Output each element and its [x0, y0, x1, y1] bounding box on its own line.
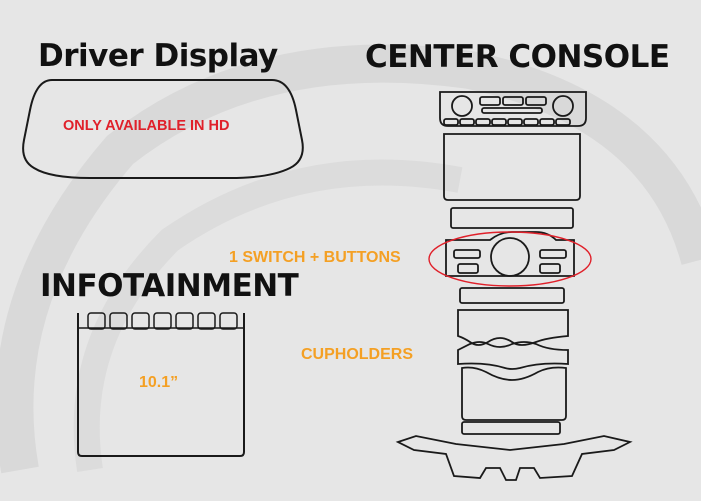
console-strip — [450, 207, 574, 229]
console-bottom-strip — [461, 421, 561, 435]
screen-size-label: 10.1” — [139, 374, 179, 391]
console-strip-lower — [459, 287, 565, 304]
infotainment-heading: INFOTAINMENT — [40, 268, 299, 304]
switch-buttons-panel — [445, 231, 575, 277]
climate-control-panel — [439, 91, 587, 127]
cupholder-panel — [457, 309, 569, 421]
infotainment-button-row — [87, 312, 238, 330]
console-trim-panel — [443, 133, 581, 201]
switch-buttons-label: 1 SWITCH + BUTTONS — [229, 249, 401, 266]
driver-display-heading: Driver Display — [38, 38, 278, 74]
driver-display-note: ONLY AVAILABLE IN HD — [63, 118, 230, 134]
console-base-bracket — [395, 435, 633, 481]
center-console-heading: CENTER CONSOLE — [365, 39, 670, 75]
cupholders-label: CUPHOLDERS — [301, 346, 414, 363]
